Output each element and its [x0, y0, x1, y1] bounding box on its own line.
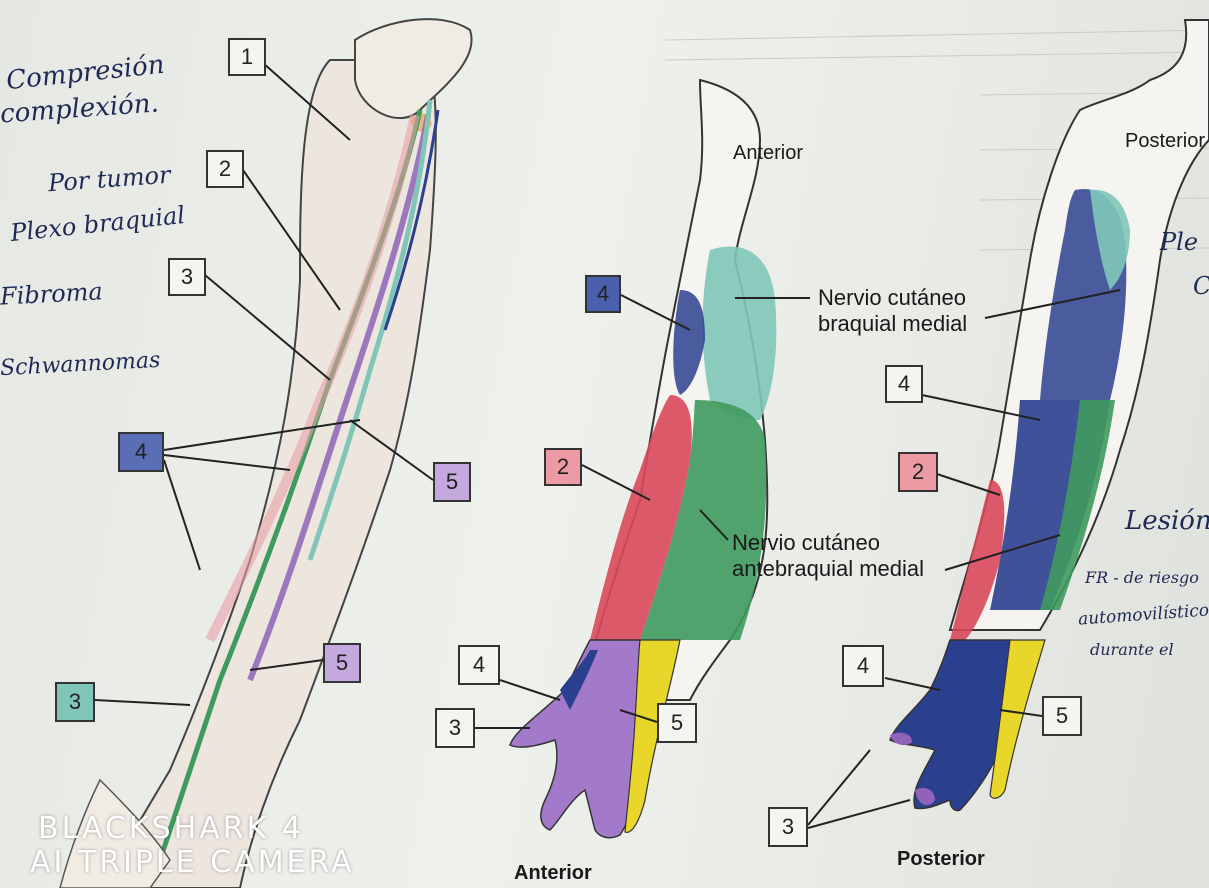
label-box-4: 4 — [118, 432, 164, 472]
anterior-hand-box-3: 3 — [435, 708, 475, 748]
label-box-3: 3 — [168, 258, 206, 296]
handwriting-fibroma: Fibroma — [0, 277, 103, 310]
nerve-label-antebraquial-line2: antebraquial medial — [732, 556, 924, 582]
label-box-5-lower: 5 — [323, 643, 361, 683]
handwriting-ple: Ple — [1160, 228, 1198, 256]
label-box-3-lower: 3 — [55, 682, 95, 722]
anterior-hand-box-4: 4 — [458, 645, 500, 685]
label-box-1: 1 — [228, 38, 266, 76]
posterior-hand-box-5: 5 — [1042, 696, 1082, 736]
label-posterior-bottom: Posterior — [897, 846, 985, 872]
camera-watermark: BLACKSHARK 4 AI TRIPLE CAMERA — [30, 812, 355, 880]
posterior-hand-box-4: 4 — [842, 645, 884, 687]
nerve-label-braquial-line2: braquial medial — [818, 311, 967, 337]
handwriting-fr-riesgo: FR - de riesgo — [1085, 568, 1199, 587]
nerve-label-antebraquial-line1: Nervio cutáneo — [732, 530, 924, 556]
title-posterior-top: Posterior — [1125, 128, 1205, 154]
watermark-line2: AI TRIPLE CAMERA — [30, 846, 355, 880]
handwriting-lesion: Lesión — [1125, 506, 1209, 536]
nerve-label-cutaneo-braquial: Nervio cutáneo braquial medial — [818, 285, 967, 337]
watermark-line1: BLACKSHARK 4 — [30, 812, 355, 846]
posterior-box-4: 4 — [885, 365, 923, 403]
posterior-hand-box-3: 3 — [768, 807, 808, 847]
label-box-2: 2 — [206, 150, 244, 188]
nerve-label-cutaneo-antebraquial: Nervio cutáneo antebraquial medial — [732, 530, 924, 582]
title-anterior-top: Anterior — [733, 140, 803, 166]
handwriting-durante-el: durante el — [1090, 640, 1174, 659]
anterior-box-2: 2 — [544, 448, 582, 486]
anterior-box-4: 4 — [585, 275, 621, 313]
nerve-label-braquial-line1: Nervio cutáneo — [818, 285, 967, 311]
handwriting-c: C — [1193, 272, 1209, 300]
anterior-hand-box-5: 5 — [657, 703, 697, 743]
label-box-5: 5 — [433, 462, 471, 502]
posterior-box-2: 2 — [898, 452, 938, 492]
label-anterior-bottom: Anterior — [514, 860, 592, 886]
